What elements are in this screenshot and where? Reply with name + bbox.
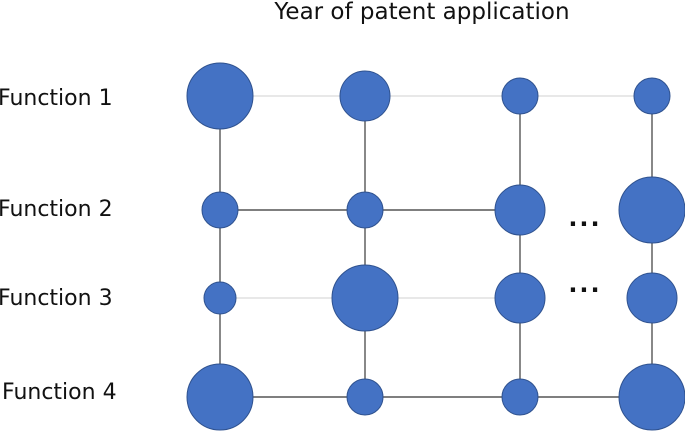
node-function-3-col-3: [494, 272, 546, 324]
node-function-4-col-1: [186, 363, 254, 431]
node-function-2-col-2: [346, 191, 384, 229]
node-function-3-col-1: [203, 281, 237, 315]
function-nodes: [186, 62, 685, 431]
node-function-1-col-3: [501, 77, 539, 115]
node-function-4-col-4: [618, 363, 685, 431]
row-label-function-2: Function 2: [0, 197, 113, 222]
node-function-2-col-1: [201, 191, 239, 229]
row-label-function-1: Function 1: [0, 86, 113, 111]
node-function-3-col-4: [626, 272, 678, 324]
node-function-2-col-3: [494, 184, 546, 236]
node-function-1-col-1: [186, 62, 254, 130]
node-function-4-col-2: [346, 378, 384, 416]
node-function-1-col-2: [339, 70, 391, 122]
continuation-ellipsis-row-2: ···: [568, 210, 601, 238]
node-function-3-col-2: [331, 264, 399, 332]
node-function-2-col-4: [618, 176, 685, 244]
row-label-function-3: Function 3: [0, 286, 113, 311]
node-function-1-col-4: [633, 77, 671, 115]
node-function-4-col-3: [501, 378, 539, 416]
connection-lines: [219, 95, 653, 398]
continuation-ellipsis-row-3: ···: [568, 276, 601, 304]
diagram-title: Year of patent application: [273, 0, 569, 25]
row-label-function-4: Function 4: [2, 380, 117, 405]
